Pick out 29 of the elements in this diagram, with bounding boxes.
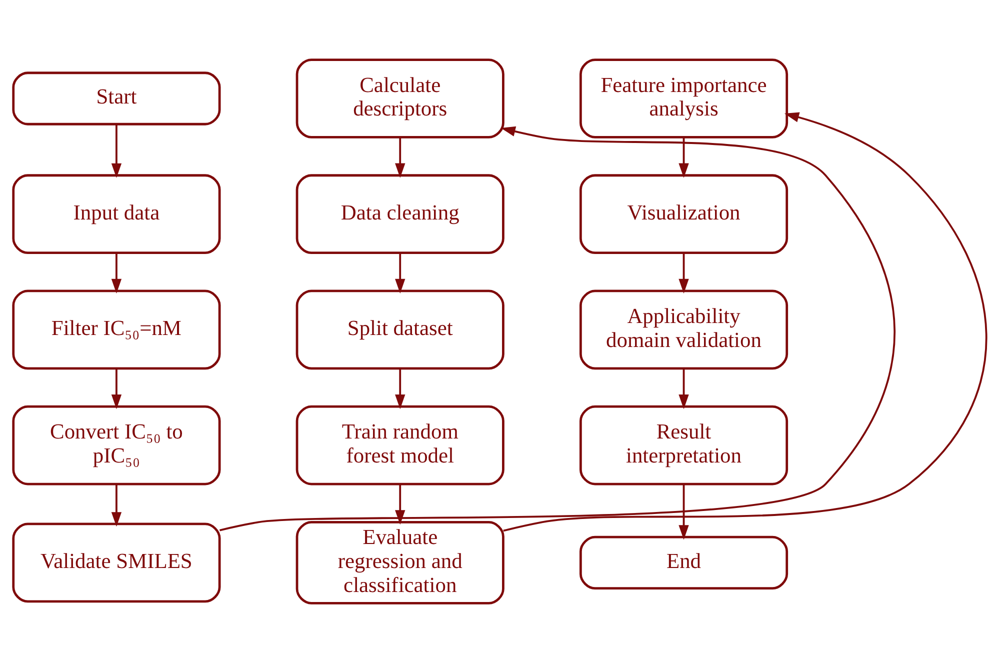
arrow (395, 484, 406, 524)
node-box: Filter IC₅₀=nM (12, 289, 221, 370)
arrow (111, 484, 122, 526)
arrow (678, 484, 689, 540)
node-box: Input data (12, 174, 221, 254)
arrow (395, 252, 406, 293)
arrow (503, 112, 988, 532)
node-box: Visualization (579, 174, 788, 254)
arrow (678, 252, 689, 293)
node-box: Convert IC₅₀ to pIC₅₀ (12, 404, 221, 485)
arrow (395, 136, 406, 178)
node-box: Data cleaning (296, 174, 504, 254)
node-box: Applicability domain validation (579, 289, 788, 370)
node-box: Split dataset (296, 289, 504, 370)
node-box: End (579, 535, 788, 590)
arrow (220, 126, 896, 531)
arrow (111, 252, 122, 293)
arrow (678, 136, 689, 178)
node-box: Feature importance analysis (579, 58, 788, 138)
node-box: Calculate descriptors (296, 58, 504, 138)
node-box: Result interpretation (579, 404, 788, 485)
node-box: Evaluate regression and classification (296, 520, 504, 604)
arrow (111, 124, 122, 178)
arrow (395, 368, 406, 409)
arrow (678, 368, 689, 409)
node-box: Start (12, 71, 221, 125)
node-box: Validate SMILES (12, 522, 221, 602)
node-box: Train random forest model (296, 404, 504, 485)
arrow (111, 368, 122, 409)
